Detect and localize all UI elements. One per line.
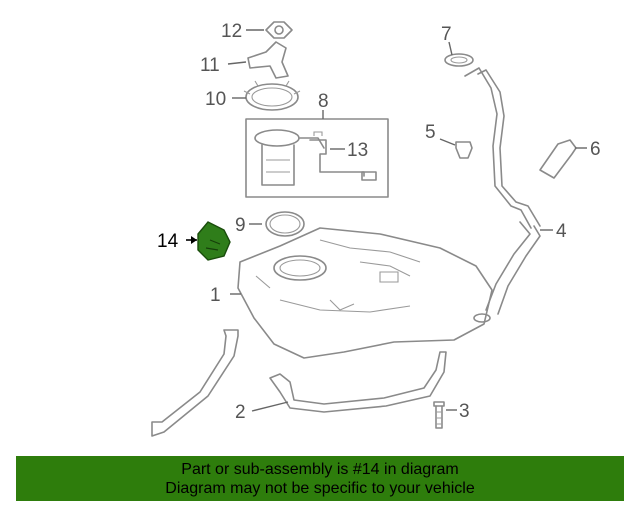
banner-line-1: Part or sub-assembly is #14 in diagram bbox=[181, 460, 459, 478]
callout-6: 6 bbox=[590, 139, 601, 160]
banner-line-2: Diagram may not be specific to your vehi… bbox=[165, 479, 475, 497]
part-13-sender bbox=[309, 131, 377, 181]
callout-1: 1 bbox=[210, 285, 221, 306]
callout-3: 3 bbox=[459, 401, 470, 422]
part-10-lock-ring bbox=[243, 80, 301, 111]
part-12-nut bbox=[265, 21, 293, 39]
callout-13: 13 bbox=[347, 140, 368, 161]
parts-diagram: 12 11 10 8 13 bbox=[151, 21, 601, 437]
info-banner: Part or sub-assembly is #14 in diagram D… bbox=[16, 456, 624, 501]
part-6-hose bbox=[539, 139, 577, 179]
leader-5 bbox=[439, 138, 456, 146]
part-7-seal bbox=[444, 53, 474, 67]
leader-2 bbox=[251, 401, 289, 412]
part-11-bracket bbox=[247, 41, 289, 79]
callout-10: 10 bbox=[205, 89, 226, 110]
callout-4: 4 bbox=[556, 221, 567, 242]
leader-11 bbox=[227, 61, 247, 65]
part-5-clip bbox=[455, 141, 473, 159]
callout-9: 9 bbox=[235, 215, 246, 236]
callout-7: 7 bbox=[441, 24, 452, 45]
callout-8: 8 bbox=[318, 91, 329, 112]
part-14-highlighted[interactable] bbox=[197, 221, 231, 261]
part-9-gasket bbox=[265, 211, 305, 237]
callout-5: 5 bbox=[425, 122, 436, 143]
callout-12: 12 bbox=[221, 21, 242, 42]
part-8-pump-assembly bbox=[245, 118, 389, 198]
callout-11: 11 bbox=[200, 55, 220, 76]
callout-2: 2 bbox=[235, 402, 246, 423]
part-4-filler-pipe bbox=[464, 67, 541, 323]
part-2-straps bbox=[151, 329, 447, 437]
part-1-fuel-tank bbox=[237, 227, 493, 359]
part-3-bolt bbox=[433, 401, 445, 429]
callout-14: 14 bbox=[157, 231, 179, 252]
leader-14-arrow bbox=[191, 236, 197, 244]
leader-7 bbox=[448, 41, 453, 56]
